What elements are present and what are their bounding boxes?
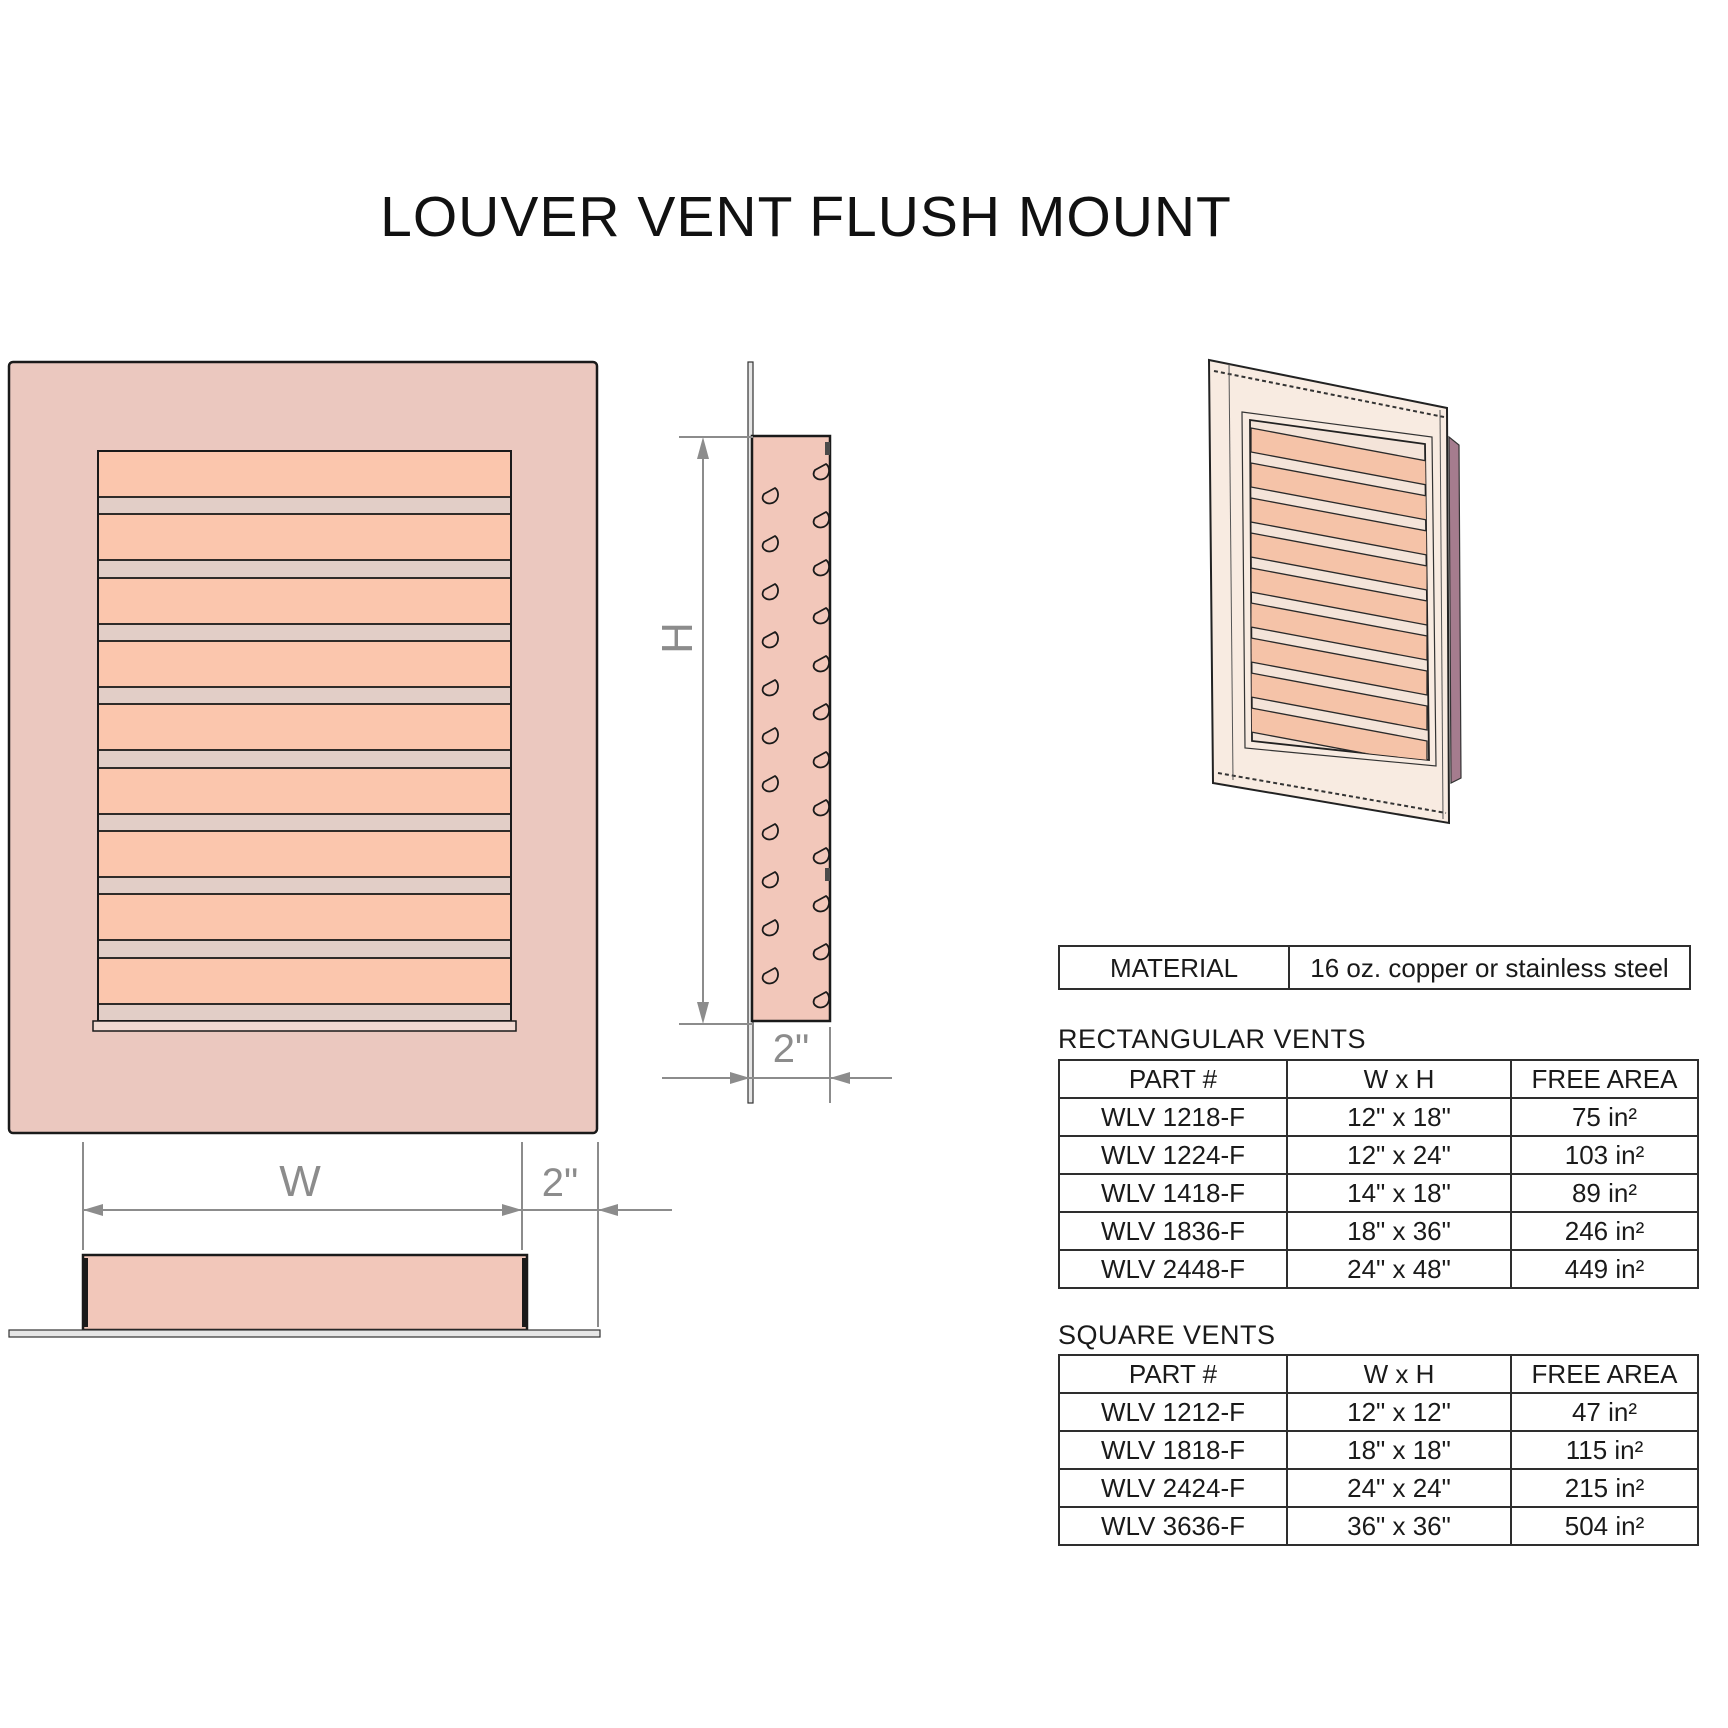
table-row: WLV 1218-F 12" x 18" 75 in² <box>1058 1097 1699 1137</box>
cell-free-area: 103 in² <box>1510 1135 1699 1175</box>
cell-size: 36" x 36" <box>1286 1506 1512 1546</box>
cell-size: 18" x 18" <box>1286 1430 1512 1470</box>
table-row: WLV 3636-F 36" x 36" 504 in² <box>1058 1506 1699 1546</box>
cell-part: WLV 2448-F <box>1058 1249 1288 1289</box>
bottom-body <box>81 1253 529 1332</box>
dimension-depth: 2" <box>662 1027 892 1103</box>
cell-part: WLV 1836-F <box>1058 1211 1288 1251</box>
louver-slat <box>97 577 512 625</box>
cell-size: 24" x 24" <box>1286 1468 1512 1508</box>
column-header-size: W x H <box>1286 1059 1512 1099</box>
table-row: WLV 1212-F 12" x 12" 47 in² <box>1058 1392 1699 1432</box>
square-vents-table: PART # W x H FREE AREA WLV 1212-F 12" x … <box>1058 1354 1699 1546</box>
iso-side-panel <box>1448 435 1462 784</box>
dim-label-h: H <box>653 622 702 654</box>
front-louvers <box>92 450 517 1032</box>
side-view <box>747 361 832 1104</box>
bottom-flange <box>8 1329 601 1338</box>
cell-size: 12" x 24" <box>1286 1135 1512 1175</box>
cell-part: WLV 3636-F <box>1058 1506 1288 1546</box>
table-row: WLV 1818-F 18" x 18" 115 in² <box>1058 1430 1699 1470</box>
front-view <box>7 360 599 1135</box>
cell-part: WLV 1224-F <box>1058 1135 1288 1175</box>
table-row: WLV 1418-F 14" x 18" 89 in² <box>1058 1173 1699 1213</box>
cell-size: 12" x 12" <box>1286 1392 1512 1432</box>
bottom-view <box>8 1253 601 1338</box>
cell-free-area: 504 in² <box>1510 1506 1699 1546</box>
isometric-view <box>1207 358 1462 825</box>
cell-part: WLV 2424-F <box>1058 1468 1288 1508</box>
cell-free-area: 246 in² <box>1510 1211 1699 1251</box>
column-header-size: W x H <box>1286 1354 1512 1394</box>
column-header-part: PART # <box>1058 1059 1288 1099</box>
column-header-part: PART # <box>1058 1354 1288 1394</box>
louver-slat <box>97 893 512 941</box>
material-label: MATERIAL <box>1058 945 1290 990</box>
iso-louvers <box>1250 427 1428 760</box>
material-table: MATERIAL 16 oz. copper or stainless stee… <box>1058 945 1691 990</box>
material-value: 16 oz. copper or stainless steel <box>1288 945 1691 990</box>
page-title: LOUVER VENT FLUSH MOUNT <box>380 185 1232 249</box>
table-row: WLV 1224-F 12" x 24" 103 in² <box>1058 1135 1699 1175</box>
cell-part: WLV 1818-F <box>1058 1430 1288 1470</box>
cell-free-area: 215 in² <box>1510 1468 1699 1508</box>
table-row: MATERIAL 16 oz. copper or stainless stee… <box>1058 945 1691 990</box>
louver-slat <box>97 640 512 688</box>
louver-slat <box>97 450 512 498</box>
cell-free-area: 89 in² <box>1510 1173 1699 1213</box>
side-body <box>750 434 832 1023</box>
louver-slat <box>97 957 512 1005</box>
cell-free-area: 75 in² <box>1510 1097 1699 1137</box>
dimension-w: W 2" <box>82 1142 672 1327</box>
cell-free-area: 47 in² <box>1510 1392 1699 1432</box>
rectangular-vents-heading: RECTANGULAR VENTS <box>1058 1024 1367 1054</box>
dim-label-w: W <box>279 1157 321 1206</box>
table-header-row: PART # W x H FREE AREA <box>1058 1059 1699 1099</box>
cell-size: 12" x 18" <box>1286 1097 1512 1137</box>
dimension-h: H <box>653 436 753 1025</box>
front-sill <box>92 1020 517 1032</box>
cell-size: 14" x 18" <box>1286 1173 1512 1213</box>
cell-size: 24" x 48" <box>1286 1249 1512 1289</box>
louver-slat <box>97 703 512 751</box>
square-vents-heading: SQUARE VENTS <box>1058 1320 1276 1350</box>
cell-size: 18" x 36" <box>1286 1211 1512 1251</box>
table-row: WLV 1836-F 18" x 36" 246 in² <box>1058 1211 1699 1251</box>
cell-free-area: 449 in² <box>1510 1249 1699 1289</box>
dim-label-flange: 2" <box>542 1161 578 1205</box>
column-header-free-area: FREE AREA <box>1510 1354 1699 1394</box>
cell-part: WLV 1418-F <box>1058 1173 1288 1213</box>
cell-part: WLV 1218-F <box>1058 1097 1288 1137</box>
louver-slat <box>97 767 512 815</box>
column-header-free-area: FREE AREA <box>1510 1059 1699 1099</box>
louver-slat <box>97 830 512 878</box>
table-row: WLV 2448-F 24" x 48" 449 in² <box>1058 1249 1699 1289</box>
table-row: WLV 2424-F 24" x 24" 215 in² <box>1058 1468 1699 1508</box>
rectangular-vents-table: PART # W x H FREE AREA WLV 1218-F 12" x … <box>1058 1059 1699 1289</box>
table-header-row: PART # W x H FREE AREA <box>1058 1354 1699 1394</box>
cell-part: WLV 1212-F <box>1058 1392 1288 1432</box>
louver-slat <box>97 513 512 561</box>
dim-label-depth: 2" <box>773 1027 809 1071</box>
cell-free-area: 115 in² <box>1510 1430 1699 1470</box>
